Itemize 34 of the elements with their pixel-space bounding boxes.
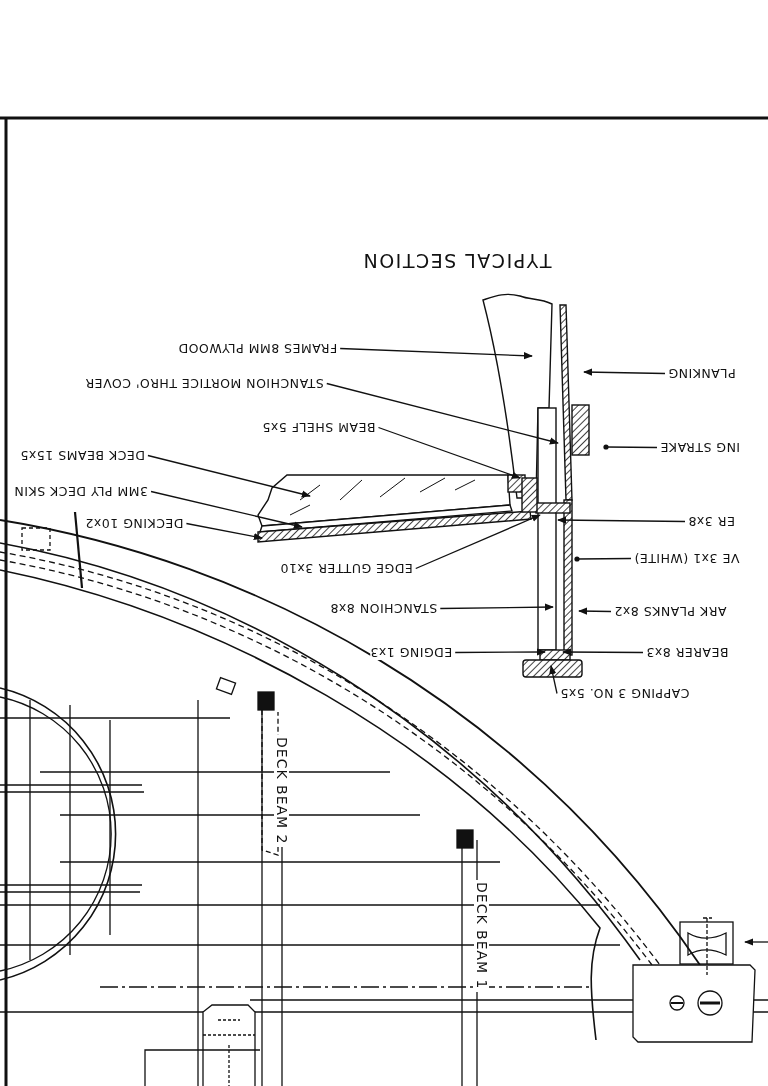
leader-line — [549, 665, 558, 695]
leader-line — [339, 347, 533, 360]
leader-line — [415, 514, 541, 570]
leader-line — [147, 454, 311, 498]
leader-line — [562, 648, 644, 656]
leader-line — [583, 368, 666, 376]
part-label: BEAM SHELF 5x5 — [262, 420, 376, 435]
leader-line — [326, 382, 559, 445]
part-label: STANCHION 8x8 — [330, 601, 438, 616]
beam-label: DECK BEAM 1 — [474, 880, 489, 992]
leader-line — [557, 516, 686, 524]
beam-label: DECK BEAM 2 — [274, 735, 289, 847]
leader-line — [150, 490, 303, 529]
leader-line — [603, 444, 658, 450]
part-label: FRAMES 8MM PLYWOOD — [178, 341, 338, 356]
part-label: STANCHION MORTICE THRO' COVER — [85, 376, 324, 391]
part-label: PLANKING — [668, 366, 736, 381]
leader-line — [185, 522, 263, 541]
part-label: ER 3x8 — [688, 514, 735, 529]
part-label: ARK PLANKS 8x2 — [614, 604, 727, 619]
leader-line — [578, 607, 612, 615]
part-label: ING STRAKE — [660, 440, 741, 455]
part-label: BEARER 8x3 — [646, 645, 729, 660]
part-label: VE 3x1 (WHITE) — [634, 551, 740, 566]
part-label: CAPPING 3 NO. 5x5 — [560, 686, 690, 701]
part-label: EDGING 1x3 — [370, 645, 453, 660]
leader-line — [574, 556, 632, 562]
leader-line — [377, 426, 521, 479]
part-label: 3MM PLY DECK SKIN — [14, 484, 149, 499]
part-label: EDGE GUTTER 3x10 — [280, 561, 413, 576]
part-label: DECKING 10x2 — [85, 516, 184, 531]
part-label: DECK BEAMS 15x5 — [20, 448, 145, 463]
leader-line — [454, 648, 546, 656]
leader-line — [439, 603, 554, 611]
